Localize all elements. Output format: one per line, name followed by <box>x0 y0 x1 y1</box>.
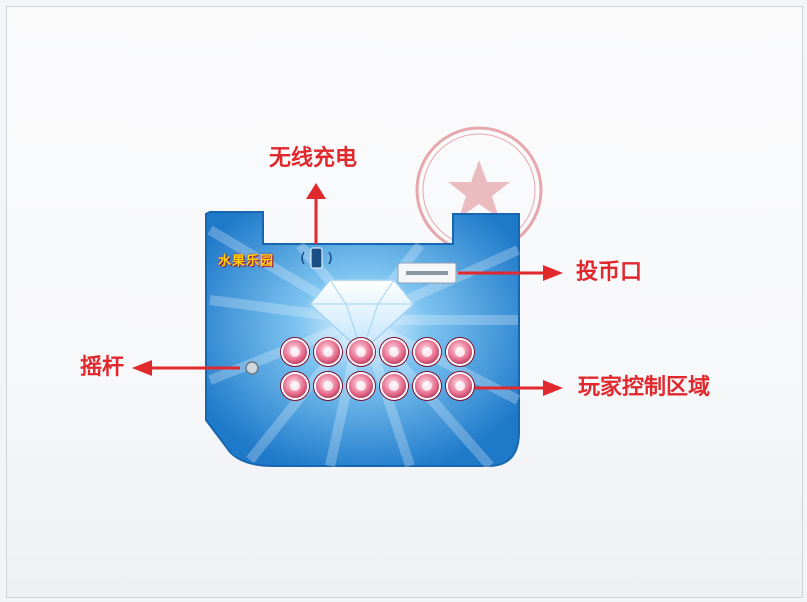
fruit-icon <box>356 347 366 357</box>
player-button[interactable] <box>316 374 340 398</box>
player-button-grid <box>283 340 483 404</box>
fruit-icon <box>356 381 366 391</box>
fruit-icon <box>422 347 432 357</box>
player-button[interactable] <box>382 340 406 364</box>
player-button[interactable] <box>283 374 307 398</box>
player-button[interactable] <box>415 340 439 364</box>
coin-slot <box>397 262 457 284</box>
wireless-charging-icon <box>301 247 332 269</box>
game-logo: 水果乐园 <box>218 254 275 269</box>
label-joystick: 摇杆 <box>80 355 125 380</box>
fruit-icon <box>389 347 399 357</box>
label-wireless-charging: 无线充电 <box>269 146 358 171</box>
player-button[interactable] <box>382 374 406 398</box>
fruit-icon <box>422 381 432 391</box>
fruit-icon <box>290 347 300 357</box>
player-button[interactable] <box>349 340 373 364</box>
fruit-icon <box>323 381 333 391</box>
fruit-icon <box>290 381 300 391</box>
player-button[interactable] <box>448 374 472 398</box>
label-player-control-area: 玩家控制区域 <box>578 375 711 400</box>
player-button[interactable] <box>448 340 472 364</box>
fruit-icon <box>455 347 465 357</box>
fruit-icon <box>455 381 465 391</box>
fruit-icon <box>389 381 399 391</box>
annotation-arrows <box>132 183 563 396</box>
joystick <box>245 361 259 375</box>
player-button[interactable] <box>283 340 307 364</box>
fruit-icon <box>323 347 333 357</box>
player-button[interactable] <box>415 374 439 398</box>
player-button[interactable] <box>316 340 340 364</box>
label-coin-slot: 投币口 <box>576 260 643 285</box>
player-button[interactable] <box>349 374 373 398</box>
